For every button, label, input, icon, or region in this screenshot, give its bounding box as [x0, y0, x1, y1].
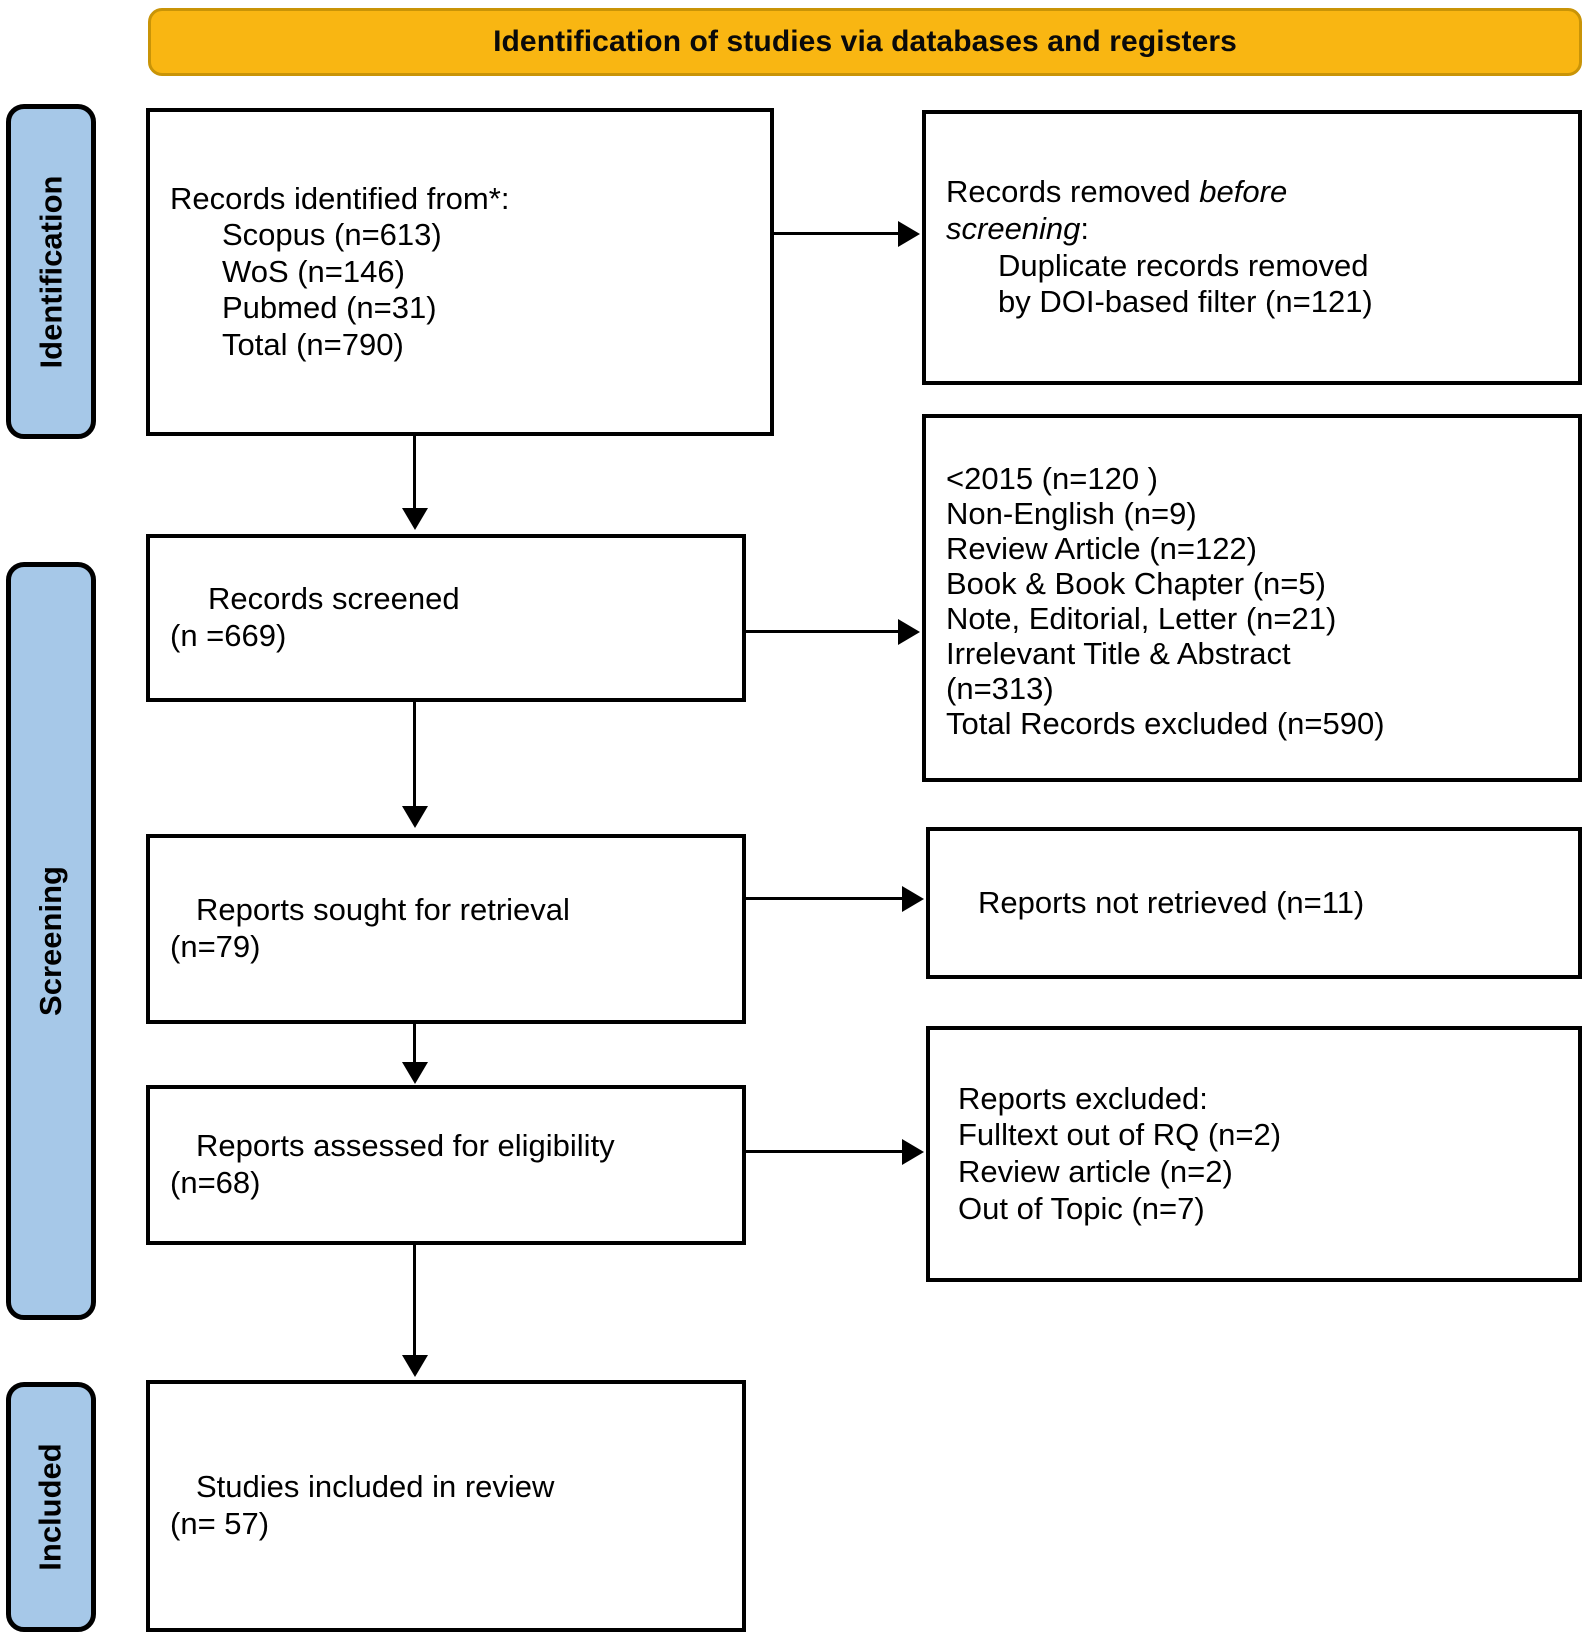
line-studies-included-0: Studies included in review	[196, 1469, 555, 1505]
box-reports-excluded: Reports excluded: Fulltext out of RQ (n=…	[926, 1026, 1582, 1282]
line-records-screened-0: Records screened	[208, 581, 460, 617]
line-reports-not-retrieved-0: Reports not retrieved (n=11)	[978, 884, 1365, 920]
line-records-removed-1: screening:	[946, 211, 1558, 248]
connector-identified-to-removed	[774, 232, 900, 235]
line-records-removed-0: Records removed before	[946, 174, 1558, 211]
line-records-excluded-6: (n=313)	[946, 671, 1054, 707]
arrow-sought-to-assessed	[402, 1062, 428, 1084]
box-studies-included: Studies included in review (n= 57)	[146, 1380, 746, 1632]
box-records-excluded: <2015 (n=120 ) Non-English (n=9) Review …	[922, 414, 1582, 782]
records-removed-prefix: Records removed	[946, 174, 1200, 210]
banner-title: Identification of studies via databases …	[493, 25, 1237, 58]
connector-screened-to-excluded	[746, 630, 900, 633]
stage-label-included: Included	[33, 1443, 69, 1571]
line-records-identified-1: Scopus (n=613)	[222, 217, 442, 253]
line-reports-assessed-1: (n=68)	[170, 1165, 261, 1200]
connector-screened-to-sought	[413, 702, 416, 806]
connector-identified-to-screened	[413, 436, 416, 508]
line-records-excluded-4: Note, Editorial, Letter (n=21)	[946, 601, 1337, 636]
records-removed-italic-before: before	[1199, 174, 1288, 210]
line-reports-sought-1: (n=79)	[170, 929, 261, 964]
arrow-assessed-to-excluded	[902, 1139, 924, 1165]
stage-tab-identification: Identification	[6, 104, 96, 439]
stage-tab-included: Included	[6, 1382, 96, 1632]
box-records-identified: Records identified from*: Scopus (n=613)…	[146, 108, 774, 436]
line-records-excluded-7: Total Records excluded (n=590)	[946, 706, 1385, 742]
line-records-excluded-1: Non-English (n=9)	[946, 495, 1197, 531]
line-reports-excluded-2: Review article (n=2)	[958, 1154, 1233, 1189]
arrow-screened-to-excluded	[898, 619, 920, 645]
connector-assessed-to-excluded	[746, 1150, 904, 1153]
line-records-identified-2: WoS (n=146)	[222, 253, 405, 289]
line-records-identified-4: Total (n=790)	[222, 326, 404, 362]
stage-label-screening: Screening	[33, 866, 69, 1016]
connector-sought-to-not-retrieved	[746, 897, 904, 900]
connector-assessed-to-included	[413, 1245, 416, 1355]
records-removed-colon: :	[1080, 210, 1090, 246]
box-reports-not-retrieved: Reports not retrieved (n=11)	[926, 827, 1582, 979]
box-records-removed: Records removed before screening: Duplic…	[922, 110, 1582, 385]
arrow-identified-to-screened	[402, 508, 428, 530]
banner-identification: Identification of studies via databases …	[148, 8, 1582, 76]
line-records-identified-0: Records identified from*:	[170, 180, 510, 216]
box-records-screened: Records screened (n =669)	[146, 534, 746, 702]
records-removed-italic-screening: screening	[946, 210, 1081, 246]
box-reports-sought: Reports sought for retrieval (n=79)	[146, 834, 746, 1024]
line-records-identified-3: Pubmed (n=31)	[222, 290, 437, 326]
line-reports-excluded-3: Out of Topic (n=7)	[958, 1190, 1205, 1226]
line-records-excluded-3: Book & Book Chapter (n=5)	[946, 565, 1326, 601]
arrow-identified-to-removed	[898, 221, 920, 247]
line-reports-sought-0: Reports sought for retrieval	[196, 892, 570, 928]
line-reports-excluded-0: Reports excluded:	[958, 1080, 1208, 1116]
line-records-excluded-0: <2015 (n=120 )	[946, 460, 1159, 496]
arrow-screened-to-sought	[402, 806, 428, 828]
connector-sought-to-assessed	[413, 1024, 416, 1062]
line-reports-excluded-1: Fulltext out of RQ (n=2)	[958, 1117, 1282, 1153]
line-reports-assessed-0: Reports assessed for eligibility	[196, 1128, 615, 1164]
line-records-excluded-2: Review Article (n=122)	[946, 530, 1257, 566]
stage-tab-screening: Screening	[6, 562, 96, 1320]
stage-label-identification: Identification	[33, 175, 69, 368]
line-records-excluded-5: Irrelevant Title & Abstract	[946, 636, 1291, 672]
line-records-screened-1: (n =669)	[170, 618, 287, 653]
line-records-removed-2: Duplicate records removed	[998, 247, 1369, 283]
arrow-assessed-to-included	[402, 1355, 428, 1377]
arrow-sought-to-not-retrieved	[902, 886, 924, 912]
line-studies-included-1: (n= 57)	[170, 1506, 270, 1541]
line-records-removed-3: by DOI-based filter (n=121)	[998, 284, 1373, 320]
box-reports-assessed: Reports assessed for eligibility (n=68)	[146, 1085, 746, 1245]
